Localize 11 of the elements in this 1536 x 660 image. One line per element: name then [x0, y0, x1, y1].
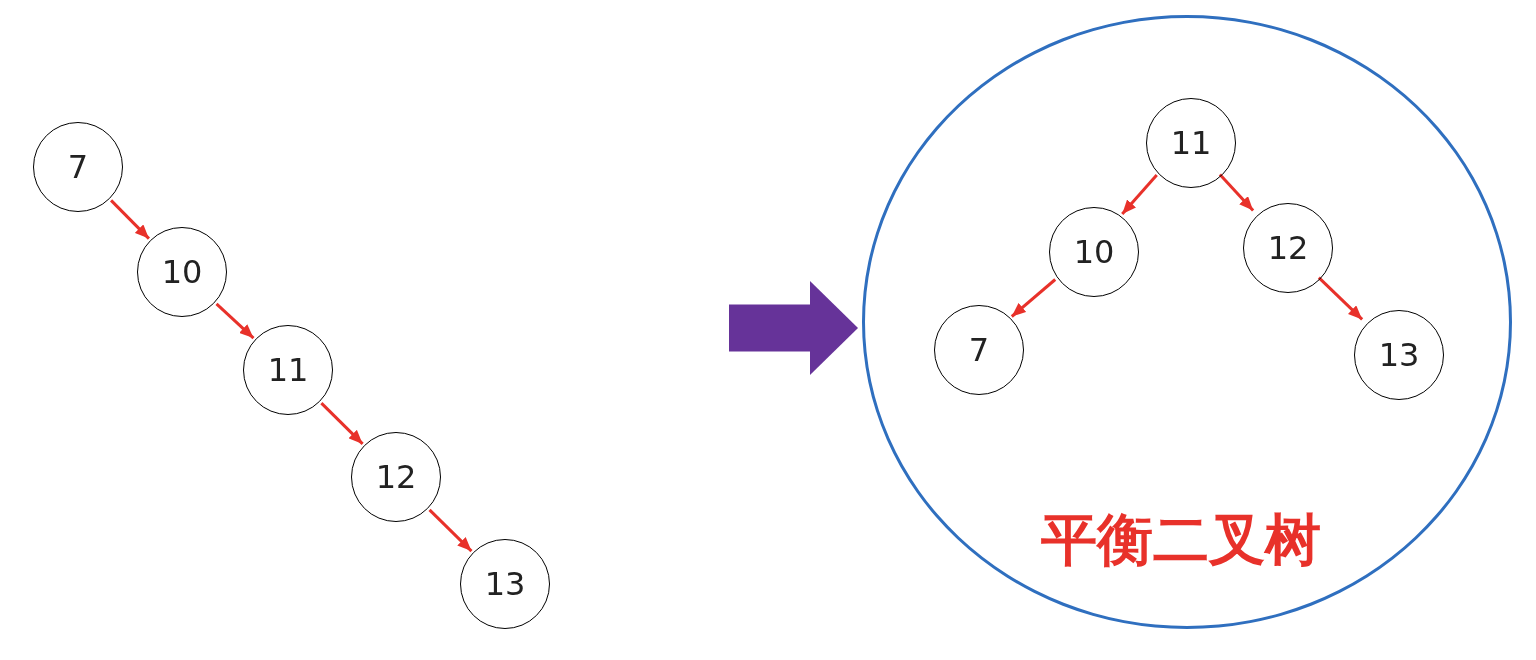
title-text: 平衡二叉树	[1041, 512, 1321, 568]
block-arrow	[729, 281, 858, 375]
ellipse-frame	[862, 15, 1512, 629]
arrow	[215, 302, 255, 340]
arrow	[1121, 174, 1158, 215]
arrow	[1218, 173, 1255, 212]
arrow	[110, 199, 150, 240]
arrow	[1010, 278, 1057, 318]
arrow	[320, 402, 364, 445]
arrow	[428, 508, 473, 553]
arrow	[1317, 276, 1364, 321]
